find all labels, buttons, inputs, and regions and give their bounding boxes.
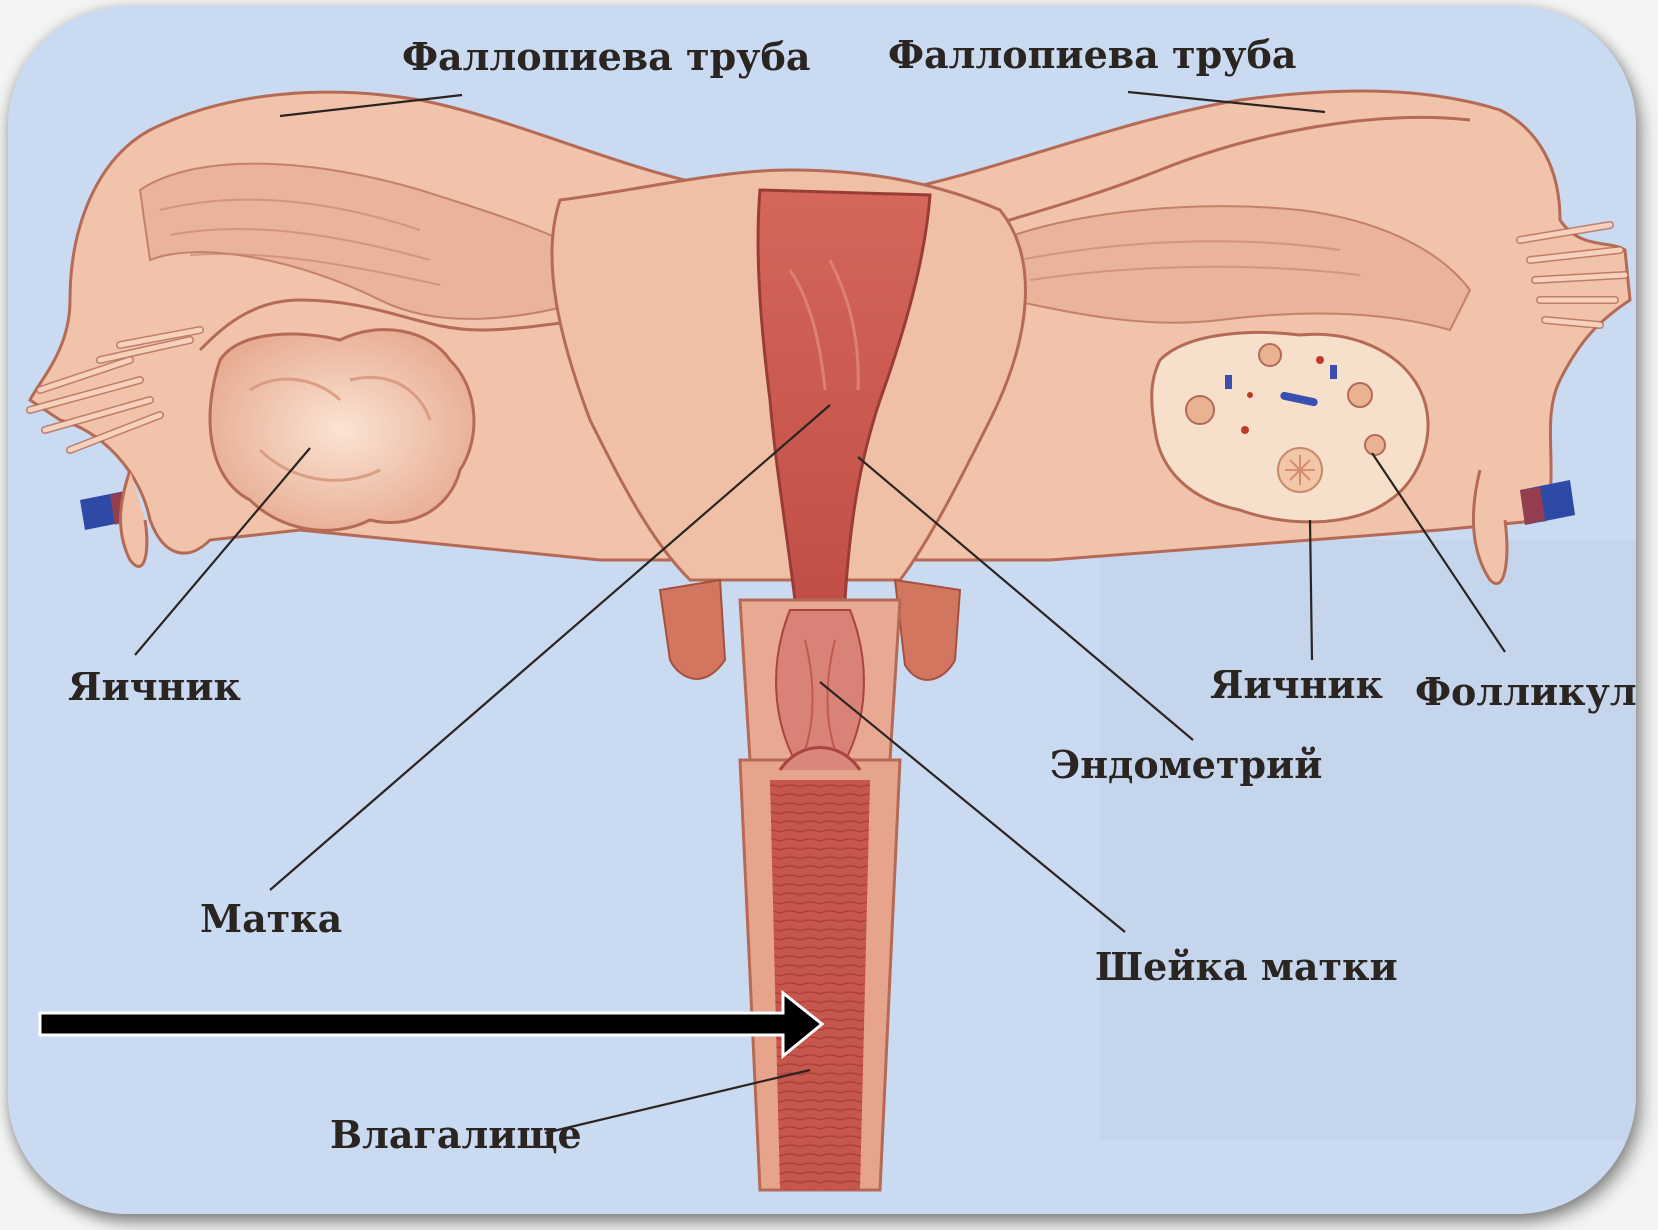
label-endometrium: Эндометрий bbox=[1050, 742, 1322, 787]
label-vagina: Влагалище bbox=[330, 1112, 582, 1157]
label-cervix: Шейка матки bbox=[1095, 944, 1398, 989]
label-fallopian-tube-left: Фаллопиева труба bbox=[402, 34, 810, 79]
left-ovary bbox=[210, 330, 474, 531]
label-uterus: Матка bbox=[200, 896, 342, 941]
label-ovary-left: Яичник bbox=[68, 664, 241, 709]
cervix bbox=[740, 600, 900, 770]
label-fallopian-tube-right: Фаллопиева труба bbox=[888, 32, 1296, 77]
label-follicle: Фолликул bbox=[1415, 669, 1636, 714]
female-reproductive-diagram: Фаллопиева труба Фаллопиева труба Яичник… bbox=[8, 6, 1636, 1214]
diagram-frame: Фаллопиева труба Фаллопиева труба Яичник… bbox=[8, 6, 1636, 1214]
label-ovary-right: Яичник bbox=[1210, 662, 1383, 707]
vagina bbox=[740, 748, 900, 1191]
